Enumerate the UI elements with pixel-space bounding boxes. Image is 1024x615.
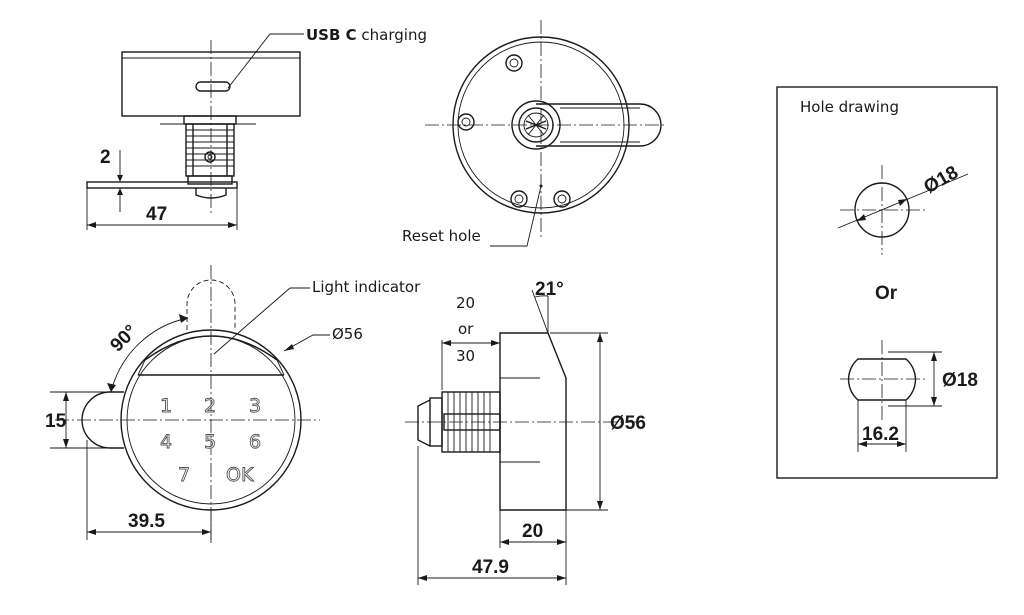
or-label: Or — [875, 283, 898, 304]
dim-width-39-5: 39.5 — [128, 511, 165, 532]
dim-hole-dia-18-b: Ø18 — [942, 370, 978, 391]
dim-thread-20: 20 — [456, 294, 475, 312]
usb-c-port — [195, 81, 231, 92]
key-3: 3 — [249, 395, 261, 417]
dim-thread-30: 30 — [456, 347, 475, 365]
dim-offset-15: 15 — [45, 411, 67, 432]
dim-width-47: 47 — [146, 204, 167, 225]
key-1: 1 — [160, 395, 172, 417]
dim-angle-90: 90° — [106, 321, 141, 356]
dim-dia-56: Ø56 — [610, 413, 646, 434]
dim-angle-21: 21° — [535, 279, 564, 300]
dim-dia-56-small: Ø56 — [332, 325, 363, 343]
dim-height-2: 2 — [100, 147, 111, 168]
profile-view — [405, 289, 640, 585]
key-7: 7 — [178, 464, 190, 486]
dim-total-47-9: 47.9 — [472, 557, 509, 578]
dim-flat-16-2: 16.2 — [862, 424, 899, 445]
side-view — [86, 33, 304, 230]
dim-thread-or: or — [458, 320, 474, 338]
key-4: 4 — [160, 431, 172, 453]
key-6: 6 — [249, 431, 261, 453]
hole-drawing-title: Hole drawing — [800, 98, 899, 116]
keypad: 1 2 3 4 5 6 7 OK — [160, 395, 262, 487]
key-2: 2 — [204, 395, 216, 417]
key-5: 5 — [204, 431, 216, 453]
front-view — [50, 265, 330, 545]
rear-view — [425, 20, 665, 247]
hole-drawing-box — [776, 86, 998, 479]
dim-body-20: 20 — [522, 521, 543, 542]
usb-c-label: USB C charging — [306, 26, 427, 44]
key-ok: OK — [226, 464, 254, 486]
light-indicator-label: Light indicator — [312, 278, 421, 296]
reset-hole-label: Reset hole — [402, 227, 481, 245]
dim-hole-dia-18-a: Ø18 — [920, 162, 962, 198]
